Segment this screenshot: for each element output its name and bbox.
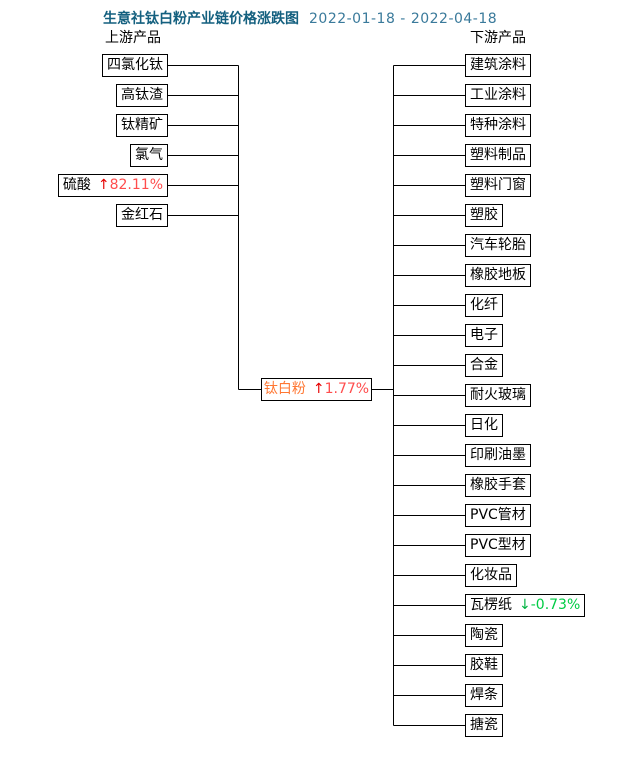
upstream-node[interactable]: 钛精矿 <box>116 114 168 137</box>
node-label: 橡胶手套 <box>470 477 526 493</box>
node-label: 化妆品 <box>470 567 512 583</box>
downstream-node[interactable]: 橡胶手套 <box>465 474 531 497</box>
node-label: 四氯化钛 <box>107 57 163 73</box>
node-label: 化纤 <box>470 297 498 313</box>
node-label: 建筑涂料 <box>470 57 526 73</box>
upstream-node[interactable]: 金红石 <box>116 204 168 227</box>
upstream-node[interactable]: 氯气 <box>130 144 168 167</box>
downstream-node[interactable]: 工业涂料 <box>465 84 531 107</box>
date-range: 2022-01-18 - 2022-04-18 <box>309 11 498 27</box>
node-label: 高钛渣 <box>121 87 163 103</box>
downstream-node[interactable]: 搪瓷 <box>465 714 503 737</box>
downstream-node[interactable]: 塑料制品 <box>465 144 531 167</box>
node-label: 焊条 <box>470 687 498 703</box>
downstream-node[interactable]: 塑胶 <box>465 204 503 227</box>
downstream-node[interactable]: 印刷油墨 <box>465 444 531 467</box>
node-label: 硫酸 <box>62 177 91 193</box>
node-label: 钛精矿 <box>121 117 163 133</box>
downstream-node[interactable]: 特种涂料 <box>465 114 531 137</box>
downstream-node[interactable]: 合金 <box>465 354 503 377</box>
up-arrow-icon: ↑ <box>97 177 110 193</box>
downstream-section-label: 下游产品 <box>470 30 526 46</box>
downstream-node[interactable]: 化纤 <box>465 294 503 317</box>
node-label: 电子 <box>470 327 498 343</box>
downstream-node[interactable]: 建筑涂料 <box>465 54 531 77</box>
upstream-node[interactable]: 高钛渣 <box>116 84 168 107</box>
node-label: 汽车轮胎 <box>470 237 526 253</box>
downstream-node[interactable]: 日化 <box>465 414 503 437</box>
node-label: 塑料门窗 <box>470 177 526 193</box>
upstream-section-label: 上游产品 <box>105 30 161 46</box>
node-label: 印刷油墨 <box>470 447 526 463</box>
center-node-change: 1.77% <box>324 381 370 397</box>
node-label: 陶瓷 <box>470 627 498 643</box>
diagram-title: 生意社钛白粉产业链价格涨跌图 <box>103 11 299 27</box>
upstream-node[interactable]: 四氯化钛 <box>102 54 168 77</box>
node-label: 橡胶地板 <box>470 267 526 283</box>
downstream-node[interactable]: 塑料门窗 <box>465 174 531 197</box>
node-label: 胶鞋 <box>470 657 498 673</box>
node-label: PVC型材 <box>470 537 526 553</box>
node-label: 氯气 <box>135 147 163 163</box>
downstream-node[interactable]: 电子 <box>465 324 503 347</box>
page-title: 生意社钛白粉产业链价格涨跌图 2022-01-18 - 2022-04-18 <box>103 8 497 28</box>
downstream-node[interactable]: 耐火玻璃 <box>465 384 531 407</box>
node-label: 日化 <box>470 417 498 433</box>
up-arrow-icon: ↑ <box>312 381 325 397</box>
node-label: 金红石 <box>121 207 163 223</box>
downstream-node[interactable]: 陶瓷 <box>465 624 503 647</box>
down-arrow-icon: ↓ <box>519 597 531 613</box>
downstream-node[interactable]: 化妆品 <box>465 564 517 587</box>
change-value: -0.73% <box>530 597 581 613</box>
node-label: 塑料制品 <box>470 147 526 163</box>
downstream-node[interactable]: 汽车轮胎 <box>465 234 531 257</box>
center-node-label: 钛白粉 <box>263 381 306 397</box>
center-node[interactable]: 钛白粉 ↑1.77% <box>261 378 372 401</box>
node-label: PVC管材 <box>470 507 526 523</box>
downstream-node[interactable]: PVC型材 <box>465 534 531 557</box>
downstream-node[interactable]: 焊条 <box>465 684 503 707</box>
node-label: 耐火玻璃 <box>470 387 526 403</box>
node-label: 塑胶 <box>470 207 498 223</box>
upstream-node[interactable]: 硫酸 ↑82.11% <box>57 174 168 197</box>
downstream-node[interactable]: 瓦楞纸 ↓-0.73% <box>465 594 586 617</box>
node-label: 合金 <box>470 357 498 373</box>
node-label: 搪瓷 <box>470 717 498 733</box>
downstream-node[interactable]: PVC管材 <box>465 504 531 527</box>
node-label: 特种涂料 <box>470 117 526 133</box>
downstream-node[interactable]: 橡胶地板 <box>465 264 531 287</box>
downstream-node[interactable]: 胶鞋 <box>465 654 503 677</box>
change-value: 82.11% <box>109 177 163 193</box>
node-label: 工业涂料 <box>470 87 526 103</box>
node-label: 瓦楞纸 <box>470 597 512 613</box>
